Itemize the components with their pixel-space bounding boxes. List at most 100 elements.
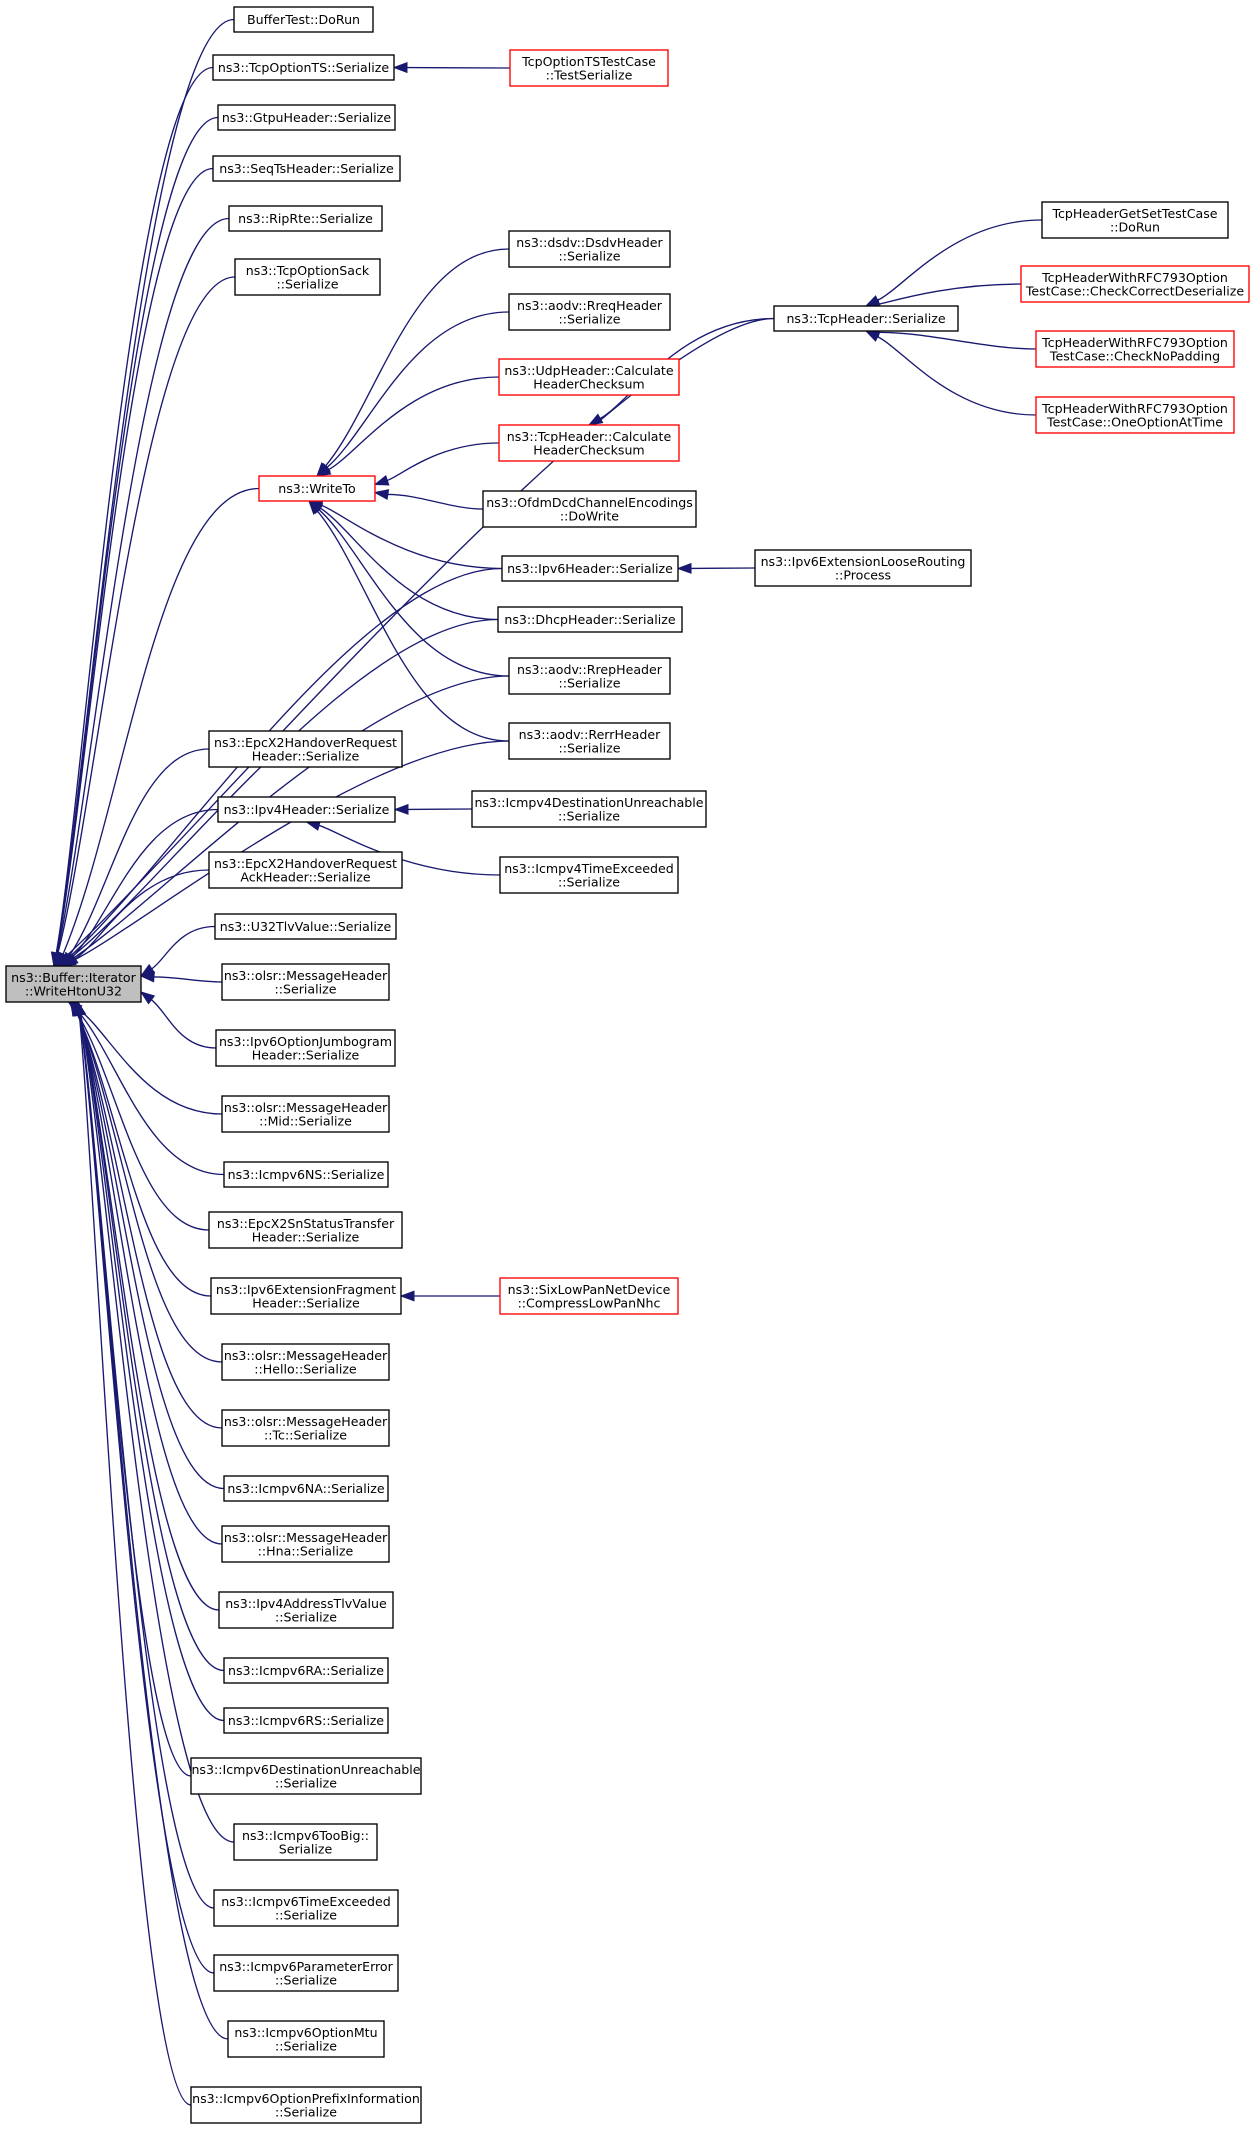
edge-line bbox=[78, 1009, 223, 1115]
node-olsr_hna[interactable]: ns3::olsr::MessageHeader::Hna::Serialize bbox=[221, 1525, 390, 1563]
node-label-line: ns3::Ipv6ExtensionLooseRouting bbox=[761, 554, 966, 569]
node-icmpv6rs[interactable]: ns3::Icmpv6RS::Serialize bbox=[223, 1707, 389, 1734]
node-icmpv6mtu[interactable]: ns3::Icmpv6OptionMtu::Serialize bbox=[227, 2020, 385, 2058]
node-box bbox=[221, 1095, 390, 1133]
node-icmpv6tb[interactable]: ns3::Icmpv6TooBig::Serialize bbox=[233, 1823, 378, 1861]
node-sixlowpan[interactable]: ns3::SixLowPanNetDevice::CompressLowPanN… bbox=[499, 1277, 679, 1315]
edge-line bbox=[69, 618, 499, 959]
edge-u32tlv-to-root bbox=[139, 925, 216, 977]
node-label-line: ns3::SixLowPanNetDevice bbox=[508, 1282, 671, 1297]
node-root[interactable]: ns3::Buffer::Iterator::WriteHtonU32 bbox=[5, 965, 142, 1003]
node-box bbox=[223, 1707, 389, 1734]
node-label-line: TestCase::CheckNoPadding bbox=[1049, 348, 1220, 363]
arrowhead bbox=[393, 803, 409, 815]
node-icmpv6na[interactable]: ns3::Icmpv6NA::Serialize bbox=[223, 1475, 389, 1502]
node-seqts[interactable]: ns3::SeqTsHeader::Serialize bbox=[212, 155, 401, 182]
node-box bbox=[212, 54, 395, 81]
node-box bbox=[213, 1889, 399, 1927]
node-box bbox=[208, 851, 403, 889]
node-epc_hr[interactable]: ns3::EpcX2HandoverRequestHeader::Seriali… bbox=[208, 730, 403, 768]
node-label-line: ::Hna::Serialize bbox=[258, 1543, 354, 1558]
node-label-line: ns3::TcpHeader::Calculate bbox=[507, 429, 672, 444]
node-epc_hra[interactable]: ns3::EpcX2HandoverRequestAckHeader::Seri… bbox=[208, 851, 403, 889]
node-box bbox=[214, 913, 397, 940]
node-ipv6jumbo[interactable]: ns3::Ipv6OptionJumbogramHeader::Serializ… bbox=[215, 1029, 396, 1067]
node-box bbox=[215, 1029, 396, 1067]
edge-ipv6hdr-to-writeto bbox=[307, 500, 503, 570]
node-box bbox=[508, 722, 671, 760]
node-icmpv6ns[interactable]: ns3::Icmpv6NS::Serialize bbox=[223, 1161, 389, 1188]
node-gtpu[interactable]: ns3::GtpuHeader::Serialize bbox=[217, 104, 396, 131]
edge-line bbox=[77, 1014, 225, 1490]
edge-line bbox=[328, 376, 500, 471]
node-box bbox=[498, 424, 680, 462]
node-olsr_mh[interactable]: ns3::olsr::MessageHeader::Serialize bbox=[221, 963, 390, 1001]
node-box bbox=[218, 1591, 394, 1629]
node-box bbox=[1020, 265, 1250, 303]
node-label-line: ns3::Icmpv4TimeExceeded bbox=[504, 861, 674, 876]
edge-tcp_ooat-to-tcphdr bbox=[864, 330, 1037, 416]
edge-line bbox=[316, 510, 510, 742]
edge-line bbox=[151, 925, 216, 970]
node-olsr_mid[interactable]: ns3::olsr::MessageHeader::Mid::Serialize bbox=[221, 1095, 390, 1133]
node-label-line: ns3::Icmpv6NA::Serialize bbox=[227, 1481, 384, 1496]
node-box bbox=[508, 230, 671, 268]
node-tcpsack[interactable]: ns3::TcpOptionSack::Serialize bbox=[234, 258, 381, 296]
node-icmpv6ra[interactable]: ns3::Icmpv6RA::Serialize bbox=[223, 1657, 389, 1684]
node-dsdv[interactable]: ns3::dsdv::DsdvHeader::Serialize bbox=[508, 230, 671, 268]
edge-line bbox=[68, 567, 503, 958]
node-label-line: ns3::Buffer::Iterator bbox=[11, 970, 136, 985]
node-ipv4hdr[interactable]: ns3::Ipv4Header::Serialize bbox=[217, 796, 396, 823]
node-dhcp[interactable]: ns3::DhcpHeader::Serialize bbox=[497, 606, 683, 633]
edge-ipv6loose-to-ipv6hdr bbox=[676, 562, 756, 574]
node-riprte[interactable]: ns3::RipRte::Serialize bbox=[228, 205, 383, 232]
node-tcp_getset[interactable]: TcpHeaderGetSetTestCase::DoRun bbox=[1041, 201, 1229, 239]
node-epc_snst[interactable]: ns3::EpcX2SnStatusTransferHeader::Serial… bbox=[208, 1211, 403, 1249]
node-tcp_ccd[interactable]: TcpHeaderWithRFC793OptionTestCase::Check… bbox=[1020, 265, 1250, 303]
node-box bbox=[499, 1277, 679, 1315]
node-icmpv6pe[interactable]: ns3::Icmpv6ParameterError::Serialize bbox=[213, 1954, 399, 1992]
node-ipv6loose[interactable]: ns3::Ipv6ExtensionLooseRouting::Process bbox=[754, 549, 972, 587]
node-icmpv4_du[interactable]: ns3::Icmpv4DestinationUnreachable::Seria… bbox=[471, 790, 707, 828]
node-ofdm[interactable]: ns3::OfdmDcdChannelEncodings::DoWrite bbox=[482, 490, 697, 528]
node-tcp_cnp[interactable]: TcpHeaderWithRFC793OptionTestCase::Check… bbox=[1035, 330, 1235, 368]
node-writeto[interactable]: ns3::WriteTo bbox=[258, 475, 376, 502]
node-icmpv4_te[interactable]: ns3::Icmpv4TimeExceeded::Serialize bbox=[499, 856, 679, 894]
node-box bbox=[508, 293, 671, 331]
node-aodv_rreq[interactable]: ns3::aodv::RreqHeader::Serialize bbox=[508, 293, 671, 331]
node-aodv_rerr[interactable]: ns3::aodv::RerrHeader::Serialize bbox=[508, 722, 671, 760]
edge-udp_csum-to-writeto bbox=[315, 376, 500, 477]
node-tcpopt_ts[interactable]: ns3::TcpOptionTS::Serialize bbox=[212, 54, 395, 81]
node-label-line: ::Serialize bbox=[275, 1775, 337, 1790]
node-label-line: ::Serialize bbox=[559, 311, 621, 326]
node-icmpv6te[interactable]: ns3::Icmpv6TimeExceeded::Serialize bbox=[213, 1889, 399, 1927]
node-label-line: ::WriteHtonU32 bbox=[25, 983, 122, 998]
node-tcp_ooat[interactable]: TcpHeaderWithRFC793OptionTestCase::OneOp… bbox=[1035, 396, 1235, 434]
node-tcphdr[interactable]: ns3::TcpHeader::Serialize bbox=[773, 305, 959, 332]
node-aodv_rrep[interactable]: ns3::aodv::RrepHeader::Serialize bbox=[508, 657, 671, 695]
arrowhead bbox=[139, 991, 156, 1005]
node-ipv6hdr[interactable]: ns3::Ipv6Header::Serialize bbox=[501, 555, 679, 582]
edge-tcp_ccd-to-tcphdr bbox=[864, 283, 1022, 310]
node-label-line: ::Serialize bbox=[559, 675, 621, 690]
edge-line bbox=[55, 66, 214, 954]
node-tcpopt_ts_test[interactable]: TcpOptionTSTestCase::TestSerialize bbox=[509, 49, 669, 87]
node-u32tlv[interactable]: ns3::U32TlvValue::Serialize bbox=[214, 913, 397, 940]
node-label-line: TestCase::OneOptionAtTime bbox=[1046, 414, 1223, 429]
node-box bbox=[208, 1211, 403, 1249]
node-icmpv6pi[interactable]: ns3::Icmpv6OptionPrefixInformation::Seri… bbox=[190, 2086, 422, 2124]
node-label-line: HeaderChecksum bbox=[533, 442, 644, 457]
node-label-line: ns3::aodv::RreqHeader bbox=[517, 298, 663, 313]
node-ipv6frag[interactable]: ns3::Ipv6ExtensionFragmentHeader::Serial… bbox=[210, 1277, 402, 1315]
node-olsr_hello[interactable]: ns3::olsr::MessageHeader::Hello::Seriali… bbox=[221, 1343, 390, 1381]
node-label-line: ::Serialize bbox=[559, 248, 621, 263]
node-olsr_tc[interactable]: ns3::olsr::MessageHeader::Tc::Serialize bbox=[221, 1409, 390, 1447]
node-label-line: ns3::Icmpv6TimeExceeded bbox=[221, 1894, 391, 1909]
edge-tcp_csum-to-writeto bbox=[373, 442, 500, 486]
node-icmpv6du[interactable]: ns3::Icmpv6DestinationUnreachable::Seria… bbox=[190, 1757, 422, 1795]
node-bt_dorun[interactable]: BufferTest::DoRun bbox=[233, 6, 374, 33]
node-label-line: ns3::OfdmDcdChannelEncodings bbox=[486, 495, 693, 510]
node-ipv4addrtlv[interactable]: ns3::Ipv4AddressTlvValue::Serialize bbox=[218, 1591, 394, 1629]
